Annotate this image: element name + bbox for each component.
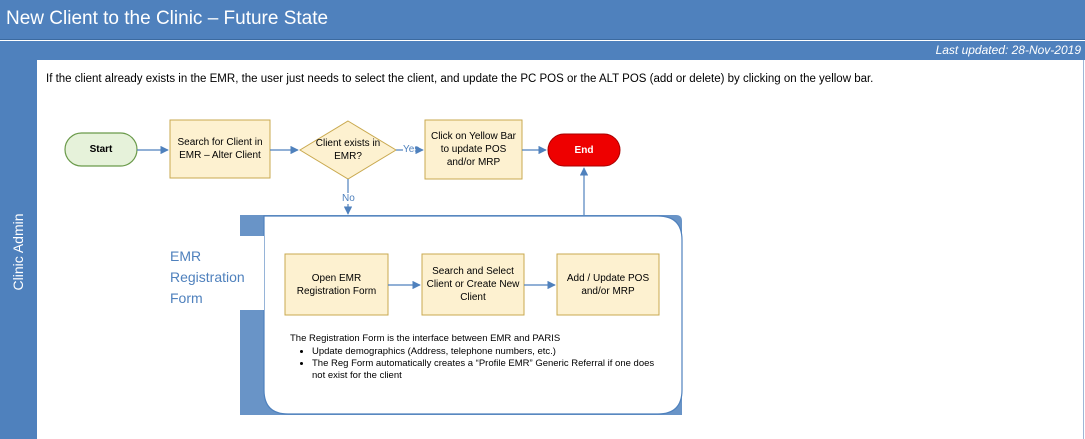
search-select-label: Search and Select Client or Create New C… [426,266,520,303]
click-yellow-bar-label: Click on Yellow Bar to update POS and/or… [430,131,517,168]
registration-form-title: EMR Registration Form [170,248,245,306]
swimlane-right-border [1083,60,1084,439]
add-update-label: Add / Update POS and/or MRP [566,272,650,297]
open-form-label: Open EMR Registration Form [296,272,377,297]
decision-label: Client exists in EMR? [315,138,381,162]
swimlane-header [0,60,37,439]
click-yellow-bar-node [424,119,523,180]
intro-text: If the client already exists in the EMR,… [46,73,874,85]
no-label: No [342,193,355,204]
last-updated-text: Last updated: 28-Nov-2019 [935,43,1081,57]
end-node [547,133,621,167]
title-bar: New Client to the Clinic – Future State [0,0,1085,40]
start-label: Start [89,144,113,155]
search-client-label: Search for Client in EMR – Alter Client [177,137,263,161]
registration-note-bullet: The Reg Form automatically creates a “Pr… [312,358,660,382]
registration-note-bullet: Update demographics (Address, telephone … [312,346,660,358]
end-label: End [574,144,594,156]
registration-note-list: Update demographics (Address, telephone … [290,346,660,382]
open-form-node [284,253,389,316]
registration-note: The Registration Form is the interface b… [290,333,660,382]
registration-form-notch [240,236,264,310]
yes-label: Yes [403,144,420,155]
page-title: New Client to the Clinic – Future State [6,8,329,29]
add-update-node [556,253,660,316]
registration-note-intro: The Registration Form is the interface b… [290,333,561,344]
subtitle-bar: Last updated: 28-Nov-2019 [0,41,1085,60]
search-client-node [169,119,271,179]
